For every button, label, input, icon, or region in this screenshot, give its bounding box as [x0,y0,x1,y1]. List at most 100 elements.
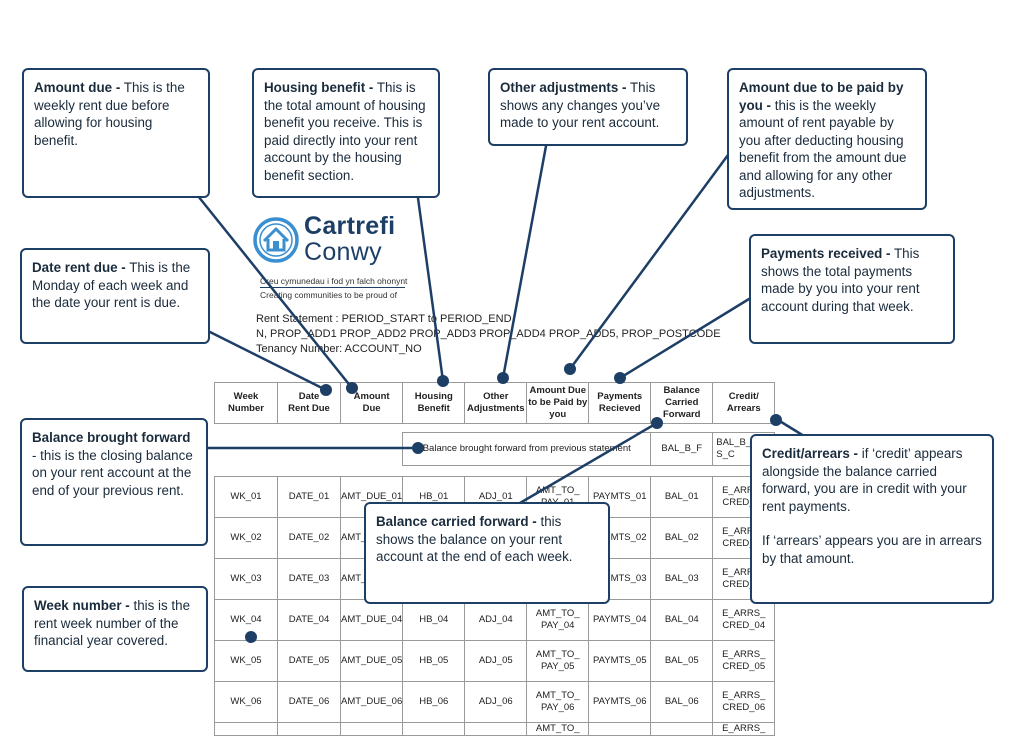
tagline-welsh: Creu cymunedau i fod yn falch ohonynt [260,276,408,286]
statement-period: Rent Statement : PERIOD_START to PERIOD_… [256,313,512,325]
callout-title: Balance brought forward [32,430,191,445]
balance-brought-forward-row: Balance brought forward from previous st… [215,432,776,466]
callout-title: Payments received - [761,246,891,261]
callout-title: Amount due - [34,80,121,95]
cell-line: Adjustments [466,403,525,414]
cell-line: PAY_06 [541,702,575,713]
callout-amount-to-pay: Amount due to be paid by you - this is t… [727,68,927,210]
cell-line: PAY_04 [541,620,575,631]
column-header-credit-arrears: Credit/Arrears [712,382,776,424]
cell-week-number: WK_02 [214,517,278,559]
callout-title: Week number - [34,598,130,613]
cell-line: CRED_02 [722,538,766,549]
cell-line: Credit/ [728,391,759,403]
cell-housing-benefit: HB_04 [402,599,466,641]
cell-week-number: WK_05 [214,640,278,682]
cell-line: PAY_05 [541,661,575,672]
cell-date-rent-due: DATE_02 [277,517,341,559]
cell-line: AMT_TO_ [535,690,580,702]
cell-housing-benefit: HB_06 [402,681,466,723]
cell-line: E_ARRS_ [722,608,766,620]
callout-title: Housing benefit - [264,80,374,95]
cell-balance-carried-forward: BAL_05 [650,640,714,682]
cell-line: Carried [665,397,699,409]
cell-payments-received: PAYMTS_06 [588,681,652,723]
bbf-label: Balance brought forward from previous st… [402,432,652,466]
cell-line: Arrears [726,403,761,414]
table-row: AMT_TO_E_ARRS_ [214,722,776,736]
cell-line: Due [362,403,381,414]
cell-amount-to-pay: AMT_TO_PAY_06 [526,681,590,723]
callout-body: this is the rent week number of the fina… [34,598,191,648]
cell-line: Date [298,391,320,403]
cell-payments-received: PAYMTS_04 [588,599,652,641]
cell-amount-due [339,722,404,736]
callout-title: Credit/arrears - [762,446,859,461]
cell-date-rent-due [277,722,341,736]
cell-line: CRED_03 [722,579,766,590]
cell-line: E_ARRS_ [722,485,766,497]
cell-line: E_ARRS_ [722,690,766,702]
cell-balance-carried-forward: BAL_01 [650,476,714,518]
cell-line: Amount [353,391,390,403]
cell-amount-due: AMT_DUE_05 [339,640,404,682]
cell-amount-to-pay: AMT_TO_ [526,722,590,736]
cell-line: you [549,408,567,420]
cell-other-adjustments [464,722,528,736]
tagline-divider [260,287,405,288]
statement-address: N, PROP_ADD1 PROP_ADD2 PROP_ADD3 PROP_AD… [256,328,721,340]
house-in-circle-icon [253,217,299,263]
cell-line: E_ARRS_ [722,649,766,661]
cell-week-number: WK_06 [214,681,278,723]
cell-line: Forward [663,408,701,420]
callout-body: - this is the closing balance on your re… [32,447,193,498]
callout-body: This is the weekly rent due before allow… [34,80,185,148]
callout-body: if ‘credit’ appears alongside the balanc… [762,446,967,514]
callout-body: This shows any changes you’ve made to yo… [500,80,661,130]
cell-line: Payments [597,391,643,403]
statement-tenancy-number: Tenancy Number: ACCOUNT_NO [256,343,422,355]
cell-line: CRED_06 [722,702,766,713]
callout-credit-arrears: Credit/arrears - if ‘credit’ appears alo… [750,434,994,604]
cell-other-adjustments: ADJ_05 [464,640,528,682]
callout-week-number: Week number - this is the rent week numb… [22,586,208,672]
cell-date-rent-due: DATE_06 [277,681,341,723]
cell-line: Amount Due [529,385,586,397]
cell-date-rent-due: DATE_03 [277,558,341,600]
cell-line: CRED_05 [722,661,766,672]
cell-week-number: WK_04 [214,599,278,641]
cell-credit-arrears: E_ARRS_CRED_05 [712,640,776,682]
cell-payments-received [588,722,652,736]
cell-line: Balance [663,385,700,397]
cell-line: CRED_04 [722,620,766,631]
cell-other-adjustments: ADJ_04 [464,599,528,641]
callout-body: This shows the total payments made by yo… [761,246,920,314]
cell-line: Rent Due [288,403,330,414]
callout-body: this shows the balance on your rent acco… [376,514,573,564]
cell-line: E_ARRS_ [722,567,766,579]
brand-name-line1: Cartrefi [304,212,396,240]
callout-title: Amount due to be paid by you - [739,80,904,113]
callout-other-adjustments: Other adjustments - This shows any chang… [488,68,688,146]
cell-line: E_ARRS_ [722,526,766,538]
callout-body: This is the Monday of each week and the … [32,260,191,310]
cell-line: Recieved [598,403,641,414]
cell-date-rent-due: DATE_01 [277,476,341,518]
brand-name-line2: Conwy [304,238,382,266]
cell-amount-to-pay: AMT_TO_PAY_05 [526,640,590,682]
bbf-balance: BAL_B_F [650,432,714,466]
cell-line: CRED_01 [722,497,766,508]
callout-body-2: If ‘arrears’ appears you are in arrears … [762,533,982,566]
cell-credit-arrears: E_ARRS_CRED_04 [712,599,776,641]
cell-line: AMT_TO_ [535,485,580,497]
cell-balance-carried-forward: BAL_03 [650,558,714,600]
